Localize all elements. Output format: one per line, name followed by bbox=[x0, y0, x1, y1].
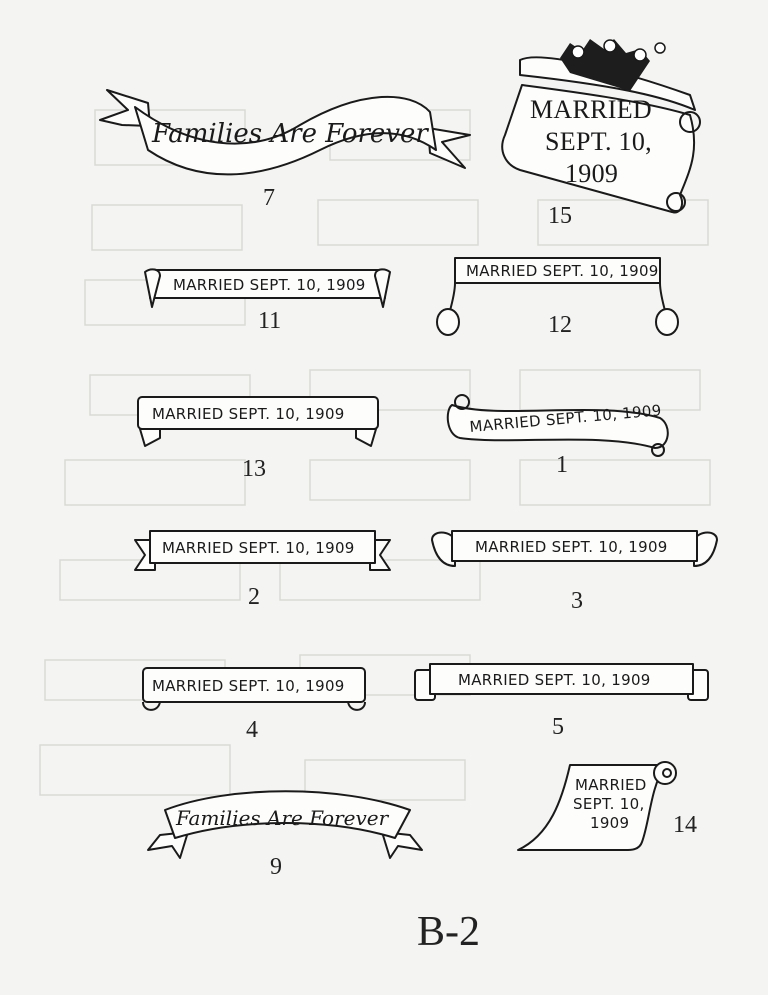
banner-7[interactable]: Families Are Forever bbox=[99, 89, 471, 176]
svg-text:MARRIED SEPT. 10, 1909: MARRIED SEPT. 10, 1909 bbox=[173, 276, 366, 294]
design-number-12: 12 bbox=[548, 312, 572, 338]
banner-13[interactable]: MARRIED SEPT. 10, 1909 bbox=[137, 396, 379, 447]
svg-text:MARRIED SEPT. 10, 1909: MARRIED SEPT. 10, 1909 bbox=[152, 405, 345, 423]
banner-9[interactable]: Families Are Forever bbox=[147, 790, 423, 859]
banner-1[interactable]: MARRIED SEPT. 10, 1909 bbox=[446, 394, 669, 457]
svg-text:SEPT. 10,: SEPT. 10, bbox=[573, 795, 645, 813]
design-number-13: 13 bbox=[242, 456, 266, 482]
design-number-15: 15 bbox=[548, 203, 572, 229]
svg-text:MARRIED SEPT. 10, 1909: MARRIED SEPT. 10, 1909 bbox=[458, 671, 651, 689]
svg-text:MARRIED: MARRIED bbox=[530, 95, 652, 124]
design-number-14: 14 bbox=[673, 812, 697, 838]
banner-2[interactable]: MARRIED SEPT. 10, 1909 bbox=[134, 530, 391, 571]
svg-text:MARRIED SEPT. 10, 1909: MARRIED SEPT. 10, 1909 bbox=[466, 262, 659, 280]
page-label: B-2 bbox=[417, 909, 480, 955]
design-number-5: 5 bbox=[552, 714, 564, 740]
banner-12[interactable]: MARRIED SEPT. 10, 1909 bbox=[436, 257, 679, 336]
design-number-11: 11 bbox=[258, 308, 282, 334]
design-number-2: 2 bbox=[248, 584, 260, 610]
svg-text:MARRIED SEPT. 10, 1909: MARRIED SEPT. 10, 1909 bbox=[162, 539, 355, 557]
banner-3[interactable]: MARRIED SEPT. 10, 1909 bbox=[431, 530, 718, 567]
banner-15[interactable]: MARRIED SEPT. 10, 1909 bbox=[501, 39, 701, 214]
svg-text:Families Are Forever: Families Are Forever bbox=[175, 806, 390, 830]
banner-11[interactable]: MARRIED SEPT. 10, 1909 bbox=[144, 268, 391, 308]
svg-text:MARRIED SEPT. 10, 1909: MARRIED SEPT. 10, 1909 bbox=[475, 538, 668, 556]
bleed-through-ghosts bbox=[39, 109, 711, 801]
design-number-3: 3 bbox=[571, 588, 583, 614]
design-number-9: 9 bbox=[270, 854, 282, 880]
banner-14[interactable]: MARRIED SEPT. 10, 1909 bbox=[517, 761, 677, 851]
svg-text:1909: 1909 bbox=[590, 814, 629, 832]
design-number-4: 4 bbox=[246, 717, 258, 743]
banner-5[interactable]: MARRIED SEPT. 10, 1909 bbox=[414, 663, 709, 701]
svg-text:1909: 1909 bbox=[565, 159, 618, 188]
svg-text:MARRIED: MARRIED bbox=[575, 776, 647, 794]
banner-4[interactable]: MARRIED SEPT. 10, 1909 bbox=[142, 667, 366, 711]
design-number-7: 7 bbox=[263, 185, 275, 211]
svg-text:SEPT. 10,: SEPT. 10, bbox=[545, 127, 652, 156]
svg-text:Families Are Forever: Families Are Forever bbox=[151, 119, 429, 149]
design-number-1: 1 bbox=[556, 452, 568, 478]
svg-text:MARRIED SEPT. 10, 1909: MARRIED SEPT. 10, 1909 bbox=[152, 677, 345, 695]
